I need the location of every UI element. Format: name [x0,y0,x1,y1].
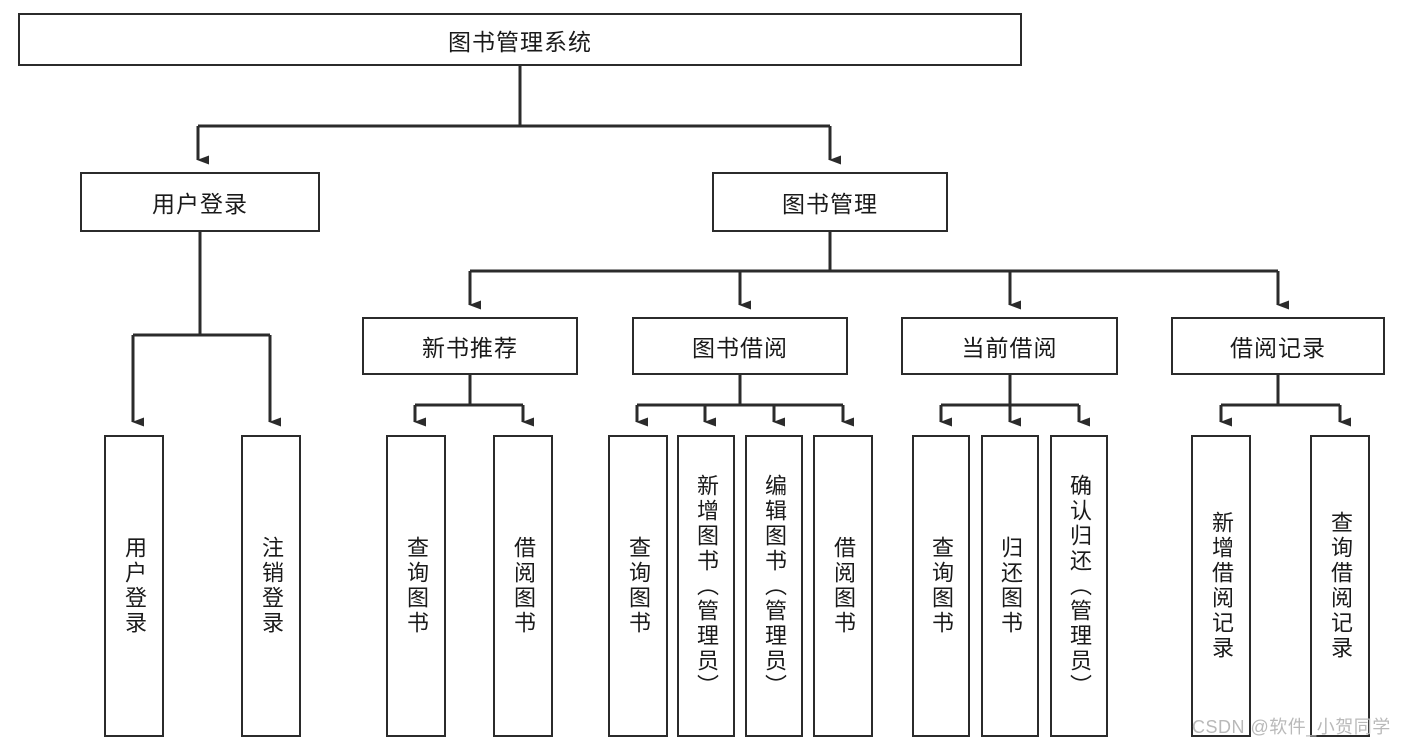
node-new-book-recommend[interactable]: 新书推荐 [362,317,578,375]
leaf-borrow-book-recommend[interactable]: 借阅图书 [493,435,553,737]
csdn-watermark: CSDN @软件_小贺同学 [1192,717,1391,737]
leaf-query-borrow-record[interactable]: 查询借阅记录 [1310,435,1370,737]
node-label: 借阅记录 [1230,335,1326,361]
node-label: 新增图书（管理员） [694,473,719,699]
leaf-query-book-recommend[interactable]: 查询图书 [386,435,446,737]
node-book-management[interactable]: 图书管理 [712,172,948,232]
node-label: 当前借阅 [961,335,1058,361]
node-label: 图书管理系统 [448,28,592,55]
leaf-borrow-book[interactable]: 借阅图书 [813,435,873,737]
node-label: 注销登录 [259,536,284,636]
node-book-borrow[interactable]: 图书借阅 [632,317,848,375]
leaf-logout-login[interactable]: 注销登录 [241,435,301,737]
node-label: 编辑图书（管理员） [762,473,787,699]
node-label: 归还图书 [998,536,1023,636]
node-label: 用户登录 [122,536,147,636]
node-label: 查询图书 [404,536,429,636]
node-label: 图书管理 [782,191,878,217]
node-root-book-management-system[interactable]: 图书管理系统 [18,13,1022,66]
node-label: 查询图书 [929,536,954,636]
node-label: 查询图书 [626,536,651,636]
node-label: 借阅图书 [511,536,536,636]
node-label: 查询借阅记录 [1328,511,1353,661]
leaf-return-book[interactable]: 归还图书 [981,435,1039,737]
leaf-add-borrow-record[interactable]: 新增借阅记录 [1191,435,1251,737]
node-label: 图书借阅 [692,335,788,361]
leaf-user-login[interactable]: 用户登录 [104,435,164,737]
node-label: 新书推荐 [422,335,518,361]
node-label: 借阅图书 [831,536,856,636]
node-borrow-record[interactable]: 借阅记录 [1171,317,1385,375]
leaf-confirm-return-admin[interactable]: 确认归还（管理员） [1050,435,1108,737]
node-label: 用户登录 [152,191,248,217]
leaf-edit-book-admin[interactable]: 编辑图书（管理员） [745,435,803,737]
node-current-borrow[interactable]: 当前借阅 [901,317,1118,375]
leaf-query-book-borrow[interactable]: 查询图书 [608,435,668,737]
leaf-add-book-admin[interactable]: 新增图书（管理员） [677,435,735,737]
node-user-login[interactable]: 用户登录 [80,172,320,232]
leaf-query-book-current[interactable]: 查询图书 [912,435,970,737]
node-label: 新增借阅记录 [1209,511,1234,661]
node-label: 确认归还（管理员） [1067,473,1092,699]
